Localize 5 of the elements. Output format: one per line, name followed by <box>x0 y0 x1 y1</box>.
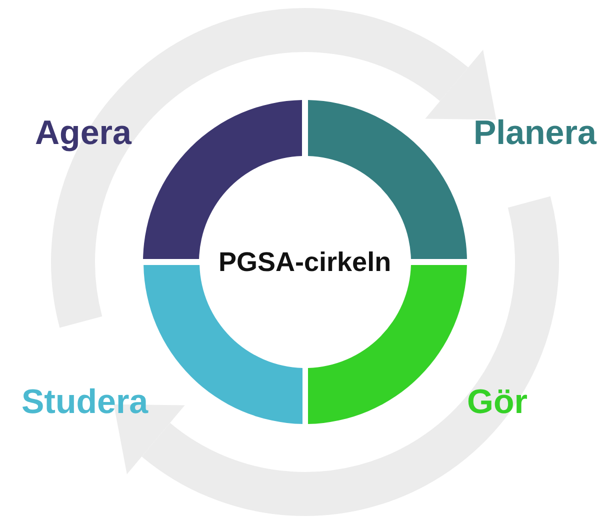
phase-label: Planera <box>474 116 596 150</box>
center-label: PGSA-cirkeln <box>218 248 392 276</box>
phase-label: Agera <box>35 116 132 150</box>
phase-label: Gör <box>467 385 528 419</box>
phase-label: Studera <box>22 385 148 419</box>
